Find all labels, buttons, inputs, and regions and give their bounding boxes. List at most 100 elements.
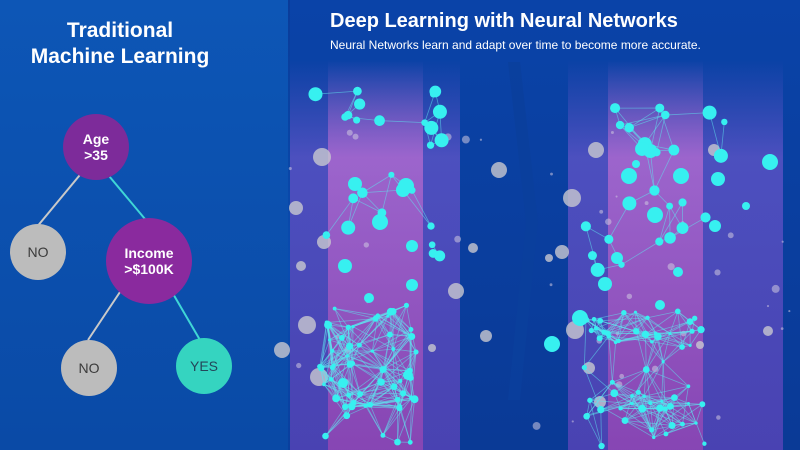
network-connection [371,350,385,369]
network-connection [411,190,432,227]
network-connection [612,382,633,404]
network-connection [647,310,678,319]
gray-particle [274,342,290,358]
network-connection [397,399,415,443]
gray-particle [428,344,436,352]
network-connection [334,308,349,328]
network-connection [371,315,389,352]
gray-particle [468,243,478,253]
network-connection [372,348,394,352]
network-connection [589,400,602,447]
network-connection [631,369,647,404]
network-connection [629,114,666,129]
network-connection [349,346,382,383]
gray-particle [727,232,734,239]
neuron-node [621,309,627,316]
network-connection [607,312,625,334]
gray-particle [549,283,553,287]
network-connection [331,350,350,396]
gray-particle [480,330,492,342]
neuron-node [587,397,593,403]
neuron-node [581,364,587,371]
network-connection [411,351,417,399]
network-connection [620,408,652,431]
neuron-node [590,262,605,277]
network-connection [349,334,391,347]
neuron-node [397,404,403,409]
gray-particle [296,261,306,271]
network-connection [375,318,394,350]
gray-particle [288,166,292,171]
neuron-node [694,421,698,425]
neuron-node [388,171,395,178]
gray-particle [313,148,331,166]
neuron-node-large [598,277,612,291]
network-connection [600,409,602,447]
network-connection [645,333,691,346]
neuron-node [394,396,401,403]
network-connection [665,112,710,116]
neuron-node [622,196,637,211]
network-connection [351,406,400,409]
network-connection [348,311,391,328]
gray-particle [716,415,721,420]
network-connection [677,311,683,348]
neuron-node [327,338,332,342]
network-connection [383,336,413,370]
neuron-node-large [673,168,689,184]
neuron-node [649,427,655,433]
neuron-node [398,378,403,384]
network-connection [369,368,385,405]
gray-particle [448,283,464,299]
network-connection [329,339,333,368]
neuron-node-large [403,370,413,380]
network-connection [642,408,683,425]
network-connection [631,395,645,404]
network-connection [325,406,346,437]
network-connection [624,395,633,421]
neuron-node [328,377,334,382]
network-connection [381,174,392,213]
network-connection [635,311,657,335]
gray-particle [766,304,770,308]
neuron-node [598,442,605,450]
network-connection [643,385,689,397]
network-connection [348,315,389,328]
network-connection [621,241,660,266]
network-connection [583,367,602,410]
network-connection [352,363,382,383]
neuron-node [346,392,352,398]
network-connection [612,381,643,410]
neuron-node [653,331,658,336]
network-connection [320,350,333,369]
network-connection [587,382,613,416]
gray-particle [532,421,541,430]
neuron-node [432,104,447,119]
edge-income-no [87,291,121,341]
neuron-node [624,122,634,133]
gray-particle [763,326,773,336]
neuron-node [345,342,354,350]
neuron-node-large [398,178,414,194]
network-connection [662,346,683,363]
neuron-node [721,118,728,126]
neuron-node [668,421,676,430]
gray-particle [780,327,784,330]
neuron-node [349,360,356,367]
neuron-node [390,383,398,391]
neuron-node [641,330,650,339]
network-connection [645,311,679,335]
neuron-node-large [348,177,362,191]
neuron-node-large [647,207,663,223]
neuron-node [317,364,325,372]
network-connection [353,197,383,214]
neural-network-after [544,103,778,450]
neuron-node [434,250,446,262]
neuron-node [597,406,605,414]
neuron-node [671,394,678,401]
neuron-node [367,401,373,408]
neuron-node [408,327,414,332]
network-connection [662,361,666,409]
network-connection [333,365,361,395]
network-connection [635,311,653,342]
